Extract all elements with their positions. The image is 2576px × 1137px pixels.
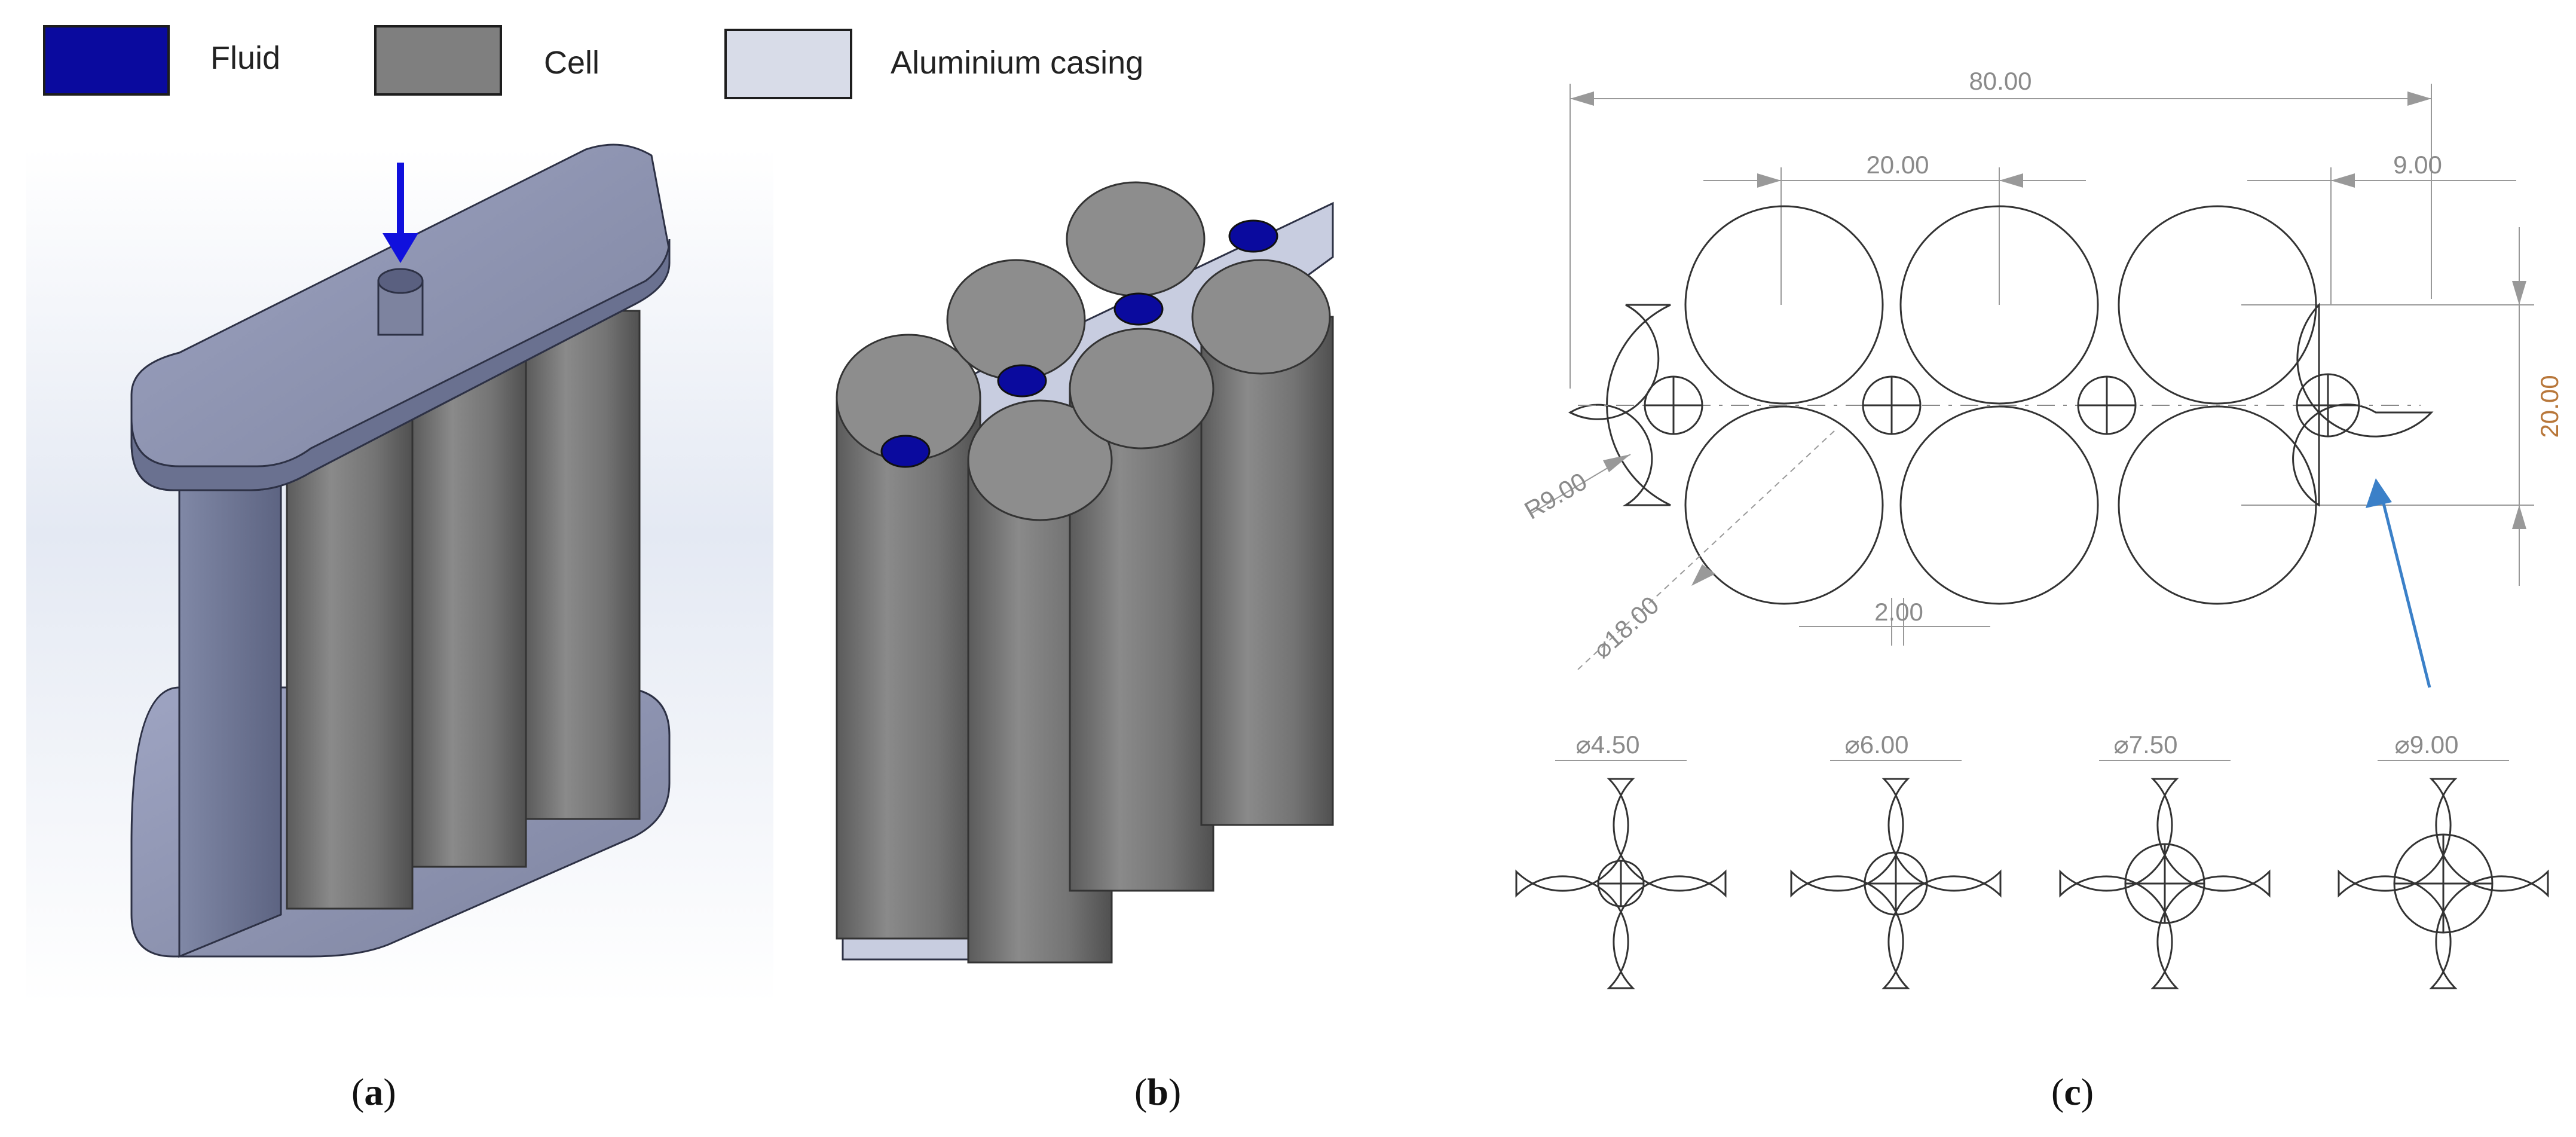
fluid-channel: [1228, 219, 1278, 253]
panel-label-c: (c): [2051, 1071, 2094, 1113]
dim-cell-diameter: ⌀18.00: [1587, 591, 1664, 664]
cell-cylinder: [411, 334, 527, 868]
variant-label: ⌀6.00: [1844, 731, 1908, 759]
dim-gap: 2.00: [1874, 598, 1923, 626]
dimension-line-diameter: [1577, 430, 1835, 670]
cell-top: [1069, 328, 1214, 450]
variant-label: ⌀9.00: [2394, 731, 2458, 759]
cell-outline: [1684, 205, 1884, 405]
variant-label: ⌀7.50: [2113, 731, 2177, 759]
fluid-channel: [997, 364, 1047, 398]
pointer-arrow-head: [2366, 478, 2392, 508]
dim-total-width: 80.00: [1969, 67, 2032, 95]
panel-c-drawing: [1515, 84, 2549, 989]
top-plate-edge: [130, 239, 671, 491]
legend-label-aluminium-casing: Aluminium casing: [891, 45, 1144, 81]
cell-cylinder: [525, 310, 641, 820]
inlet-pipe-opening: [377, 268, 424, 294]
fluid-channel: [880, 435, 931, 468]
spacer-variant-outline: [1790, 778, 2002, 989]
cell-outline: [2118, 405, 2317, 605]
cell-top: [1191, 259, 1331, 375]
cell-top: [967, 399, 1113, 521]
fluid-inlet-arrow-head: [383, 233, 418, 263]
cell-top: [1066, 181, 1206, 297]
spacer-variant-outline: [2059, 778, 2271, 989]
fluid-channel: [1113, 292, 1164, 326]
dim-pitch: 20.00: [1866, 151, 1929, 179]
pointer-arrow: [2380, 496, 2431, 688]
legend-swatch-fluid: [43, 25, 170, 96]
panel-a-render: [26, 143, 773, 1004]
panel-label-b: (b): [1134, 1071, 1182, 1113]
variant-label: ⌀4.50: [1575, 731, 1639, 759]
legend-swatch-cell: [374, 25, 502, 96]
legend-label-fluid: Fluid: [210, 40, 281, 76]
cell-cylinder: [1200, 316, 1334, 826]
spacer-variant-outline: [1515, 778, 1727, 989]
cell-outline: [2118, 205, 2317, 405]
cell-outline: [1899, 405, 2099, 605]
spacer-variant-outline: [2338, 778, 2549, 989]
legend-label-cell: Cell: [544, 45, 600, 81]
dim-row-pitch: 20.00: [2535, 375, 2563, 438]
dim-radius: R9.00: [1519, 467, 1592, 525]
cell-top: [946, 259, 1086, 381]
cell-cylinder: [836, 399, 981, 940]
legend-swatch-aluminium-casing: [724, 29, 852, 99]
panel-b-render: [777, 148, 1399, 1004]
casing-outline-right: [2292, 302, 2434, 507]
panel-label-a: (a): [351, 1071, 396, 1113]
dim-offset: 9.00: [2393, 151, 2442, 179]
cell-outline: [1899, 205, 2099, 405]
cell-outline: [1684, 405, 1884, 605]
